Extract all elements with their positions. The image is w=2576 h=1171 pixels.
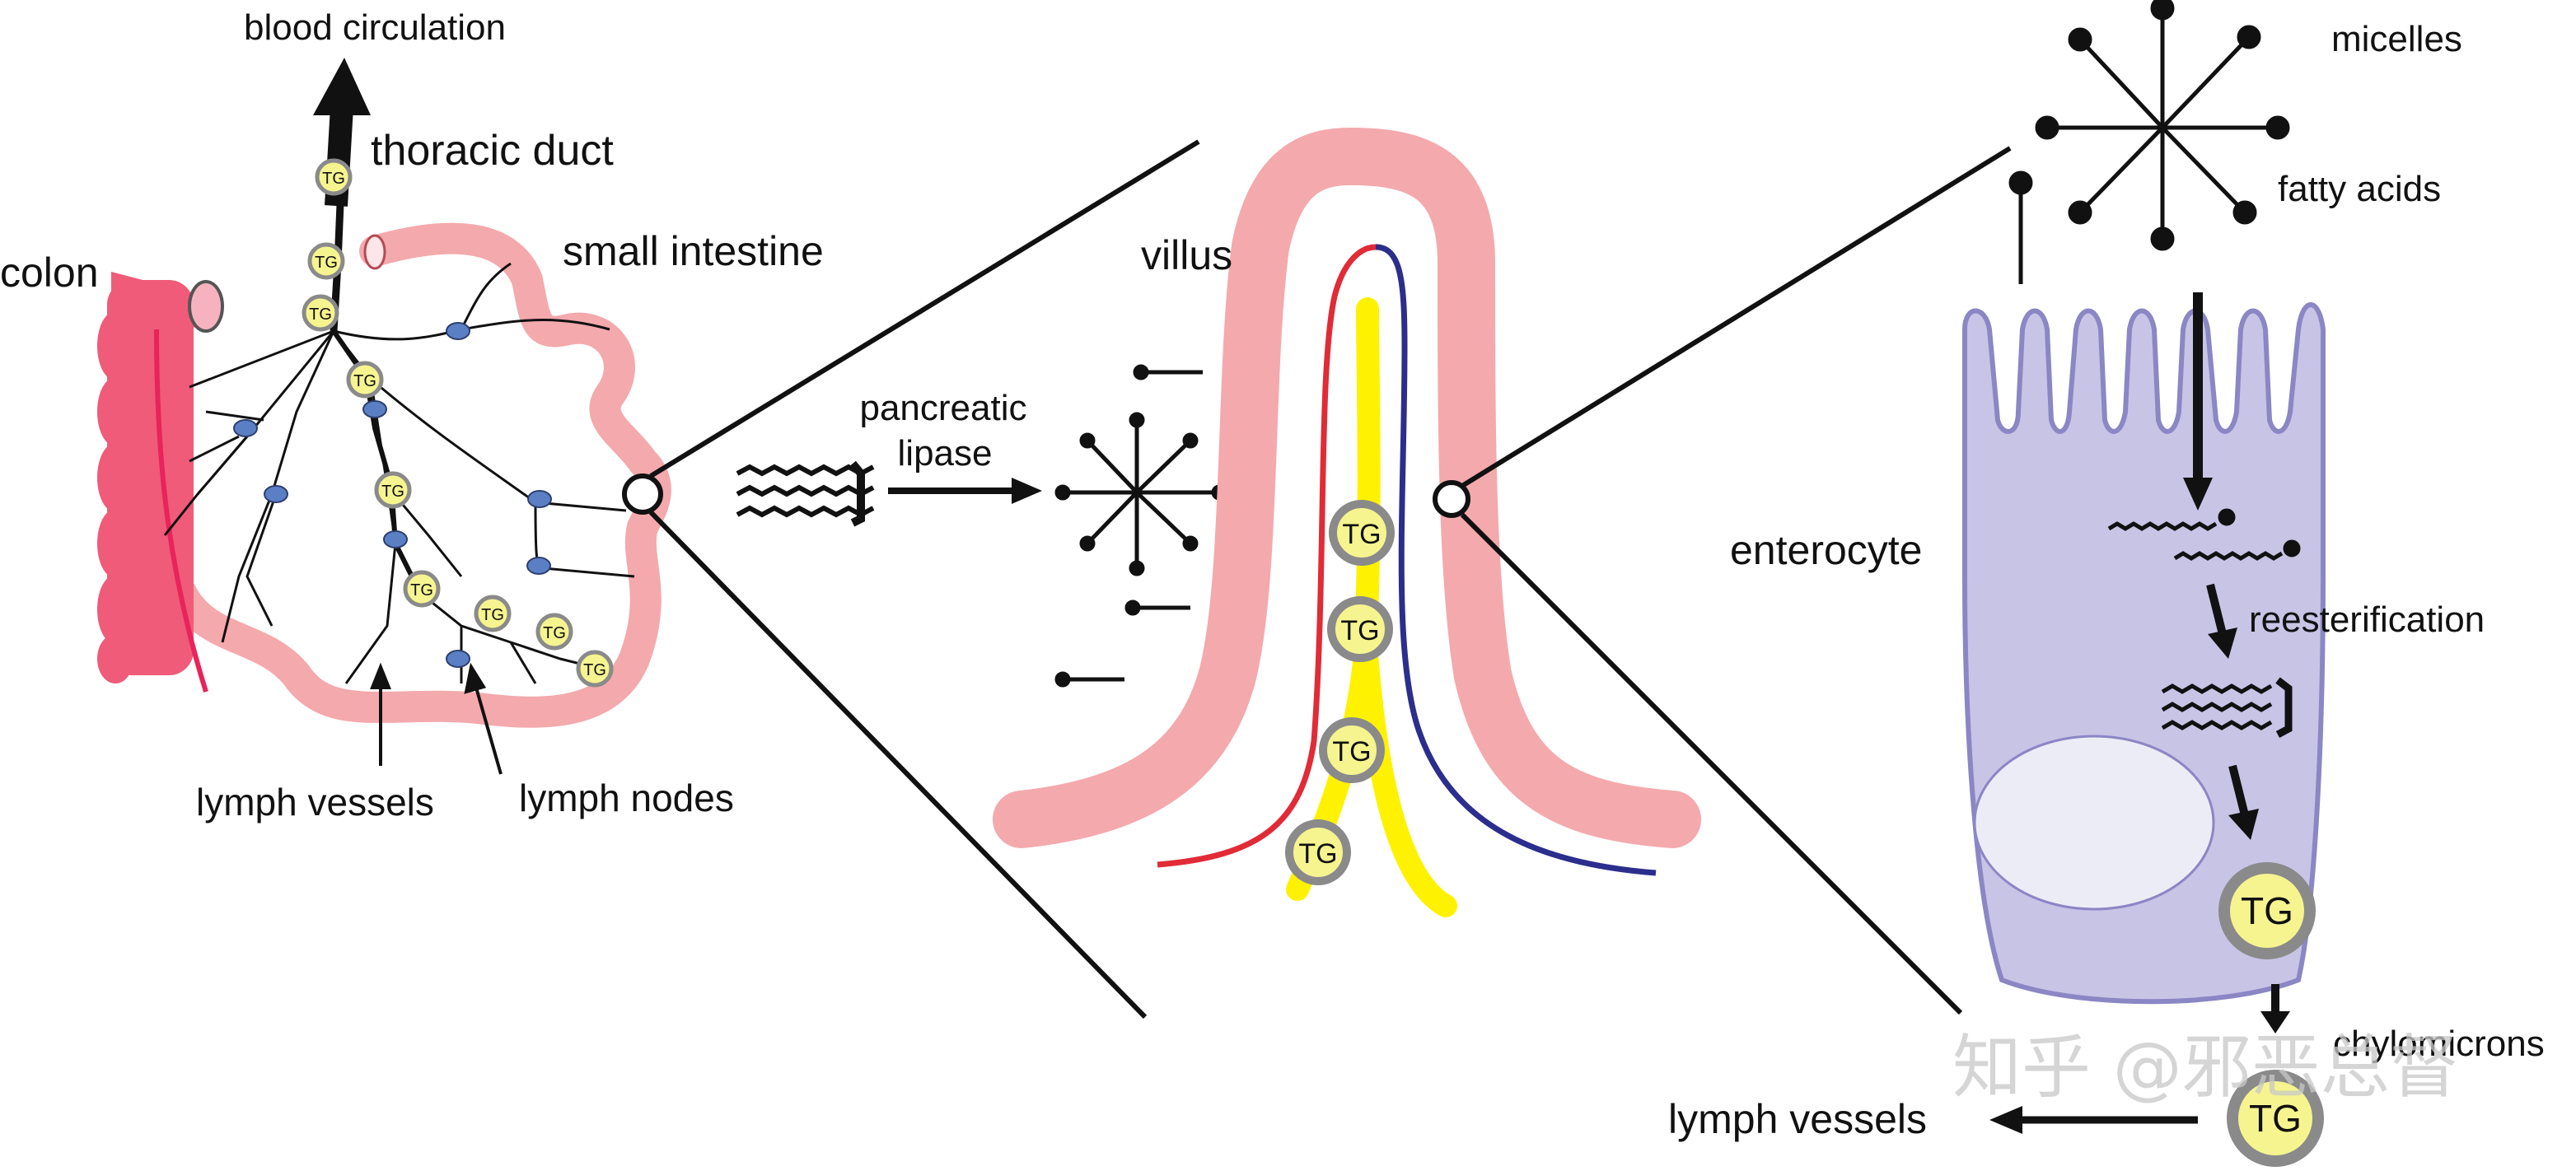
label-blood-circulation: blood circulation xyxy=(244,7,506,48)
reesterified-triglyceride xyxy=(2161,677,2293,738)
zoom-marker-villus xyxy=(1433,480,1470,518)
intestine-overview: TG TG TG TG TG TG TG TG TG blood circula… xyxy=(0,7,824,823)
label-chylomicrons: chylomicrons xyxy=(2333,1024,2545,1064)
tg-dot: TG xyxy=(403,570,441,608)
export-arrowhead xyxy=(1989,1106,2022,1134)
svg-text:TG: TG xyxy=(2249,1097,2302,1140)
chylomicron-in-cell: TG xyxy=(2218,862,2316,959)
tg-dot: TG xyxy=(1285,819,1351,885)
villus-wall xyxy=(993,127,1701,848)
label-colon: colon xyxy=(0,250,99,296)
tg-particles-left: TG TG TG TG TG TG TG TG TG xyxy=(302,158,614,688)
label-lymph-vessels-left: lymph vessels xyxy=(196,781,434,823)
triglyceride-molecule xyxy=(736,460,875,527)
small-intestine-tube xyxy=(166,222,671,728)
tg-dot: TG xyxy=(576,650,614,688)
zoom-lines-enterocyte xyxy=(1460,146,2012,1015)
small-intestine-opening xyxy=(363,234,386,270)
blood-vessel-blue xyxy=(1375,244,1657,876)
tg-dot: TG xyxy=(1319,717,1385,783)
svg-text:TG: TG xyxy=(410,581,433,599)
zoom-lines-villus xyxy=(648,139,1200,1019)
svg-text:TG: TG xyxy=(381,483,404,501)
label-lymph-vessels-right: lymph vessels xyxy=(1668,1096,1927,1142)
label-enterocyte: enterocyte xyxy=(1730,527,1922,573)
watermark: 知乎 @邪恶总督 xyxy=(1952,1027,2459,1108)
thoracic-duct-arrowhead xyxy=(313,58,371,115)
chylomicron-exported: TG xyxy=(2227,1070,2324,1167)
svg-text:TG: TG xyxy=(1342,519,1381,550)
label-micelles: micelles xyxy=(2331,19,2462,59)
free-fatty-acid xyxy=(2008,170,2033,284)
blood-vessel-red xyxy=(1157,244,1377,868)
svg-text:TG: TG xyxy=(353,372,376,390)
tg-dot: TG xyxy=(374,471,412,509)
tg-particles-villus: TG TG TG TG xyxy=(1285,500,1395,885)
svg-text:TG: TG xyxy=(583,661,606,679)
label-fatty-acids: fatty acids xyxy=(2278,169,2441,209)
label-villus: villus xyxy=(1141,232,1232,278)
lymph-nodes xyxy=(233,322,552,668)
tg-dot: TG xyxy=(474,595,512,632)
tg-dot: TG xyxy=(302,294,339,332)
lipase-arrowhead xyxy=(1012,478,1042,504)
label-lymph-nodes: lymph nodes xyxy=(519,777,734,819)
label-lipase: lipase xyxy=(898,433,993,474)
svg-text:TG: TG xyxy=(2241,889,2293,932)
villus-panel: pancreatic lipase TG TG TG xyxy=(736,127,1701,917)
svg-text:TG: TG xyxy=(309,306,332,324)
tg-dot: TG xyxy=(1327,596,1393,662)
micelle-large xyxy=(2035,0,2290,251)
micelle-small xyxy=(1054,412,1227,576)
svg-text:TG: TG xyxy=(1340,615,1379,646)
svg-text:TG: TG xyxy=(543,624,566,642)
tg-dot: TG xyxy=(315,158,353,196)
label-reesterification: reesterification xyxy=(2249,599,2485,640)
nucleus xyxy=(1973,735,2215,911)
enterocyte-panel: micelles fatty acids xyxy=(1668,0,2545,1167)
svg-text:TG: TG xyxy=(481,606,504,624)
colon xyxy=(97,272,224,693)
svg-text:TG: TG xyxy=(322,170,345,188)
label-small-intestine: small intestine xyxy=(563,228,824,274)
tg-dot: TG xyxy=(1329,500,1395,566)
label-thoracic-duct: thoracic duct xyxy=(371,127,614,175)
svg-text:TG: TG xyxy=(315,254,338,272)
label-pointers xyxy=(370,662,503,775)
tg-dot: TG xyxy=(535,613,573,651)
zoom-marker-intestine xyxy=(622,474,663,515)
svg-text:TG: TG xyxy=(1298,838,1337,870)
label-pancreatic: pancreatic xyxy=(859,388,1026,428)
svg-text:TG: TG xyxy=(1332,736,1371,767)
absorbed-fatty-acids xyxy=(2107,508,2301,561)
tg-dot: TG xyxy=(307,242,345,280)
process-arrows xyxy=(2183,292,2290,1033)
tg-dot: TG xyxy=(346,361,384,399)
free-fatty-acids xyxy=(1054,364,1203,688)
